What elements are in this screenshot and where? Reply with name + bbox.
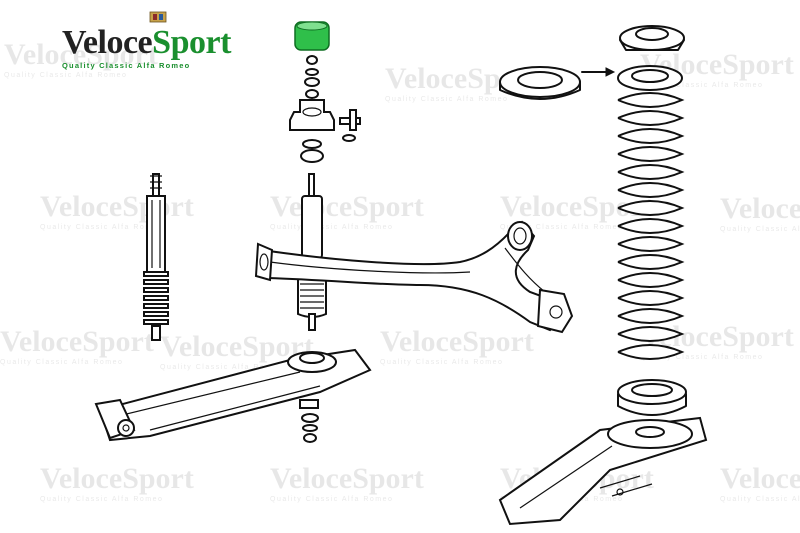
damper-body-part [297,173,327,331]
upper-wishbone-part [254,220,574,334]
brand-logo: VeloceSport Quality Classic Alfa Romeo [62,26,242,74]
coil-spring-part [617,25,687,416]
brand-tagline: Quality Classic Alfa Romeo [62,61,191,70]
lower-wishbone-part [94,348,372,443]
damper-top-mount-part [289,21,361,163]
spring-seat-part [499,66,616,100]
shock-absorber-part [143,173,169,341]
logo-emblem-icon [149,11,167,23]
brand-name: VeloceSport [62,24,231,61]
lower-spring-pan-part [498,416,708,526]
